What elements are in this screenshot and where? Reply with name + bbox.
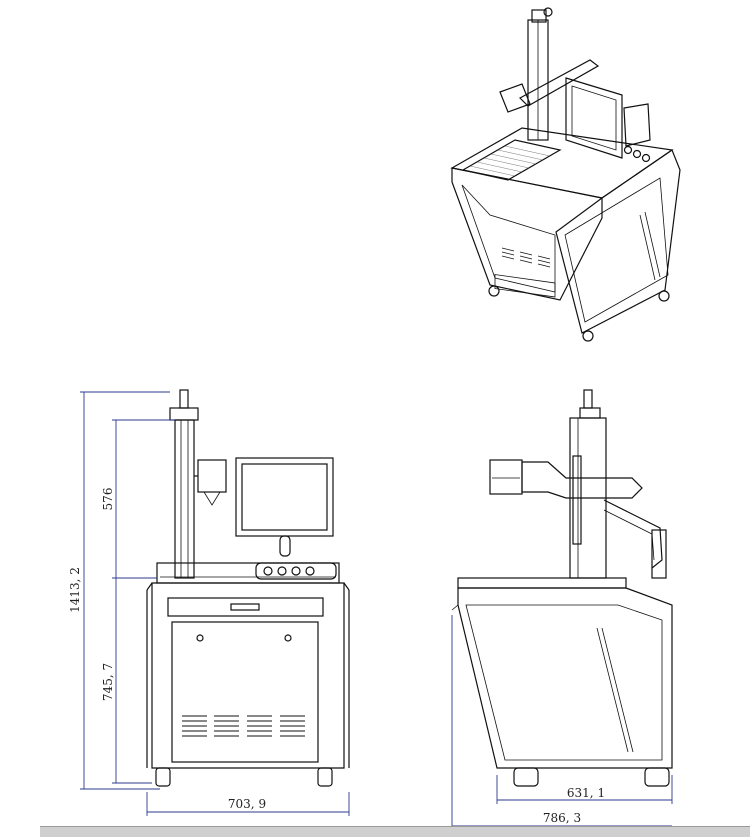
front-drawer bbox=[167, 597, 324, 617]
dim-table-height: 745, 7 bbox=[101, 663, 115, 701]
iso-cabinet-right bbox=[555, 149, 681, 334]
side-control-box bbox=[651, 529, 667, 579]
iso-monitor bbox=[565, 77, 623, 159]
front-lock-right bbox=[284, 634, 292, 642]
side-cabinet bbox=[457, 587, 673, 769]
front-wheel-right bbox=[317, 767, 333, 787]
front-lock-left bbox=[196, 634, 204, 642]
iso-wheel-1 bbox=[488, 285, 500, 297]
dim-side-total: 786, 3 bbox=[543, 811, 581, 825]
side-column-cap bbox=[579, 407, 601, 419]
iso-knob-1 bbox=[623, 145, 633, 155]
iso-cabinet-left bbox=[451, 167, 603, 301]
front-drawer-handle bbox=[230, 603, 260, 611]
iso-knob-2 bbox=[632, 149, 642, 159]
front-vents bbox=[182, 715, 305, 737]
front-galvo-head bbox=[197, 459, 227, 493]
front-monitor bbox=[235, 457, 334, 537]
iso-galvo-head bbox=[499, 83, 531, 113]
side-view bbox=[451, 389, 673, 830]
iso-arm bbox=[519, 59, 600, 107]
side-table-top bbox=[457, 577, 627, 589]
dim-side-inner: 631, 1 bbox=[567, 786, 605, 800]
front-wheel-left bbox=[155, 767, 171, 787]
front-monitor-stand bbox=[279, 535, 291, 557]
iso-plate-grid bbox=[469, 145, 551, 177]
side-cabinet-inner bbox=[465, 604, 663, 761]
iso-side-slot-2 bbox=[644, 211, 661, 278]
bottom-scroll-bar bbox=[40, 826, 750, 837]
iso-side-slot-1 bbox=[639, 214, 656, 281]
front-handwheel bbox=[179, 389, 189, 409]
front-column bbox=[174, 419, 195, 579]
side-arm bbox=[521, 461, 643, 499]
iso-cabinet-left-inner bbox=[461, 184, 556, 293]
front-view bbox=[80, 389, 350, 816]
iso-wheel-3 bbox=[658, 290, 670, 302]
iso-monitor-screen bbox=[571, 85, 617, 151]
front-knob-4 bbox=[305, 566, 315, 576]
side-wheel-right bbox=[644, 767, 670, 787]
side-galvo-head bbox=[489, 459, 523, 495]
iso-knob-3 bbox=[641, 153, 651, 163]
dim-arm-height: 576 bbox=[101, 488, 115, 511]
dim-front-width: 703, 9 bbox=[228, 797, 266, 811]
dim-total-height: 1413, 2 bbox=[68, 567, 82, 613]
iso-laser-source bbox=[623, 103, 651, 147]
iso-drawer bbox=[494, 274, 556, 298]
front-cabinet bbox=[151, 582, 345, 769]
iso-handwheel bbox=[543, 7, 553, 17]
iso-work-plate bbox=[461, 139, 562, 181]
side-slot-2 bbox=[601, 627, 634, 753]
front-control-panel bbox=[255, 562, 337, 580]
iso-wheel-2 bbox=[582, 330, 594, 342]
side-wheel-left bbox=[513, 767, 539, 787]
side-cable-arm bbox=[603, 499, 663, 569]
front-table-top bbox=[156, 562, 340, 584]
front-knob-1 bbox=[263, 566, 273, 576]
side-slot-1 bbox=[596, 627, 629, 753]
front-lens bbox=[203, 491, 221, 506]
front-knob-3 bbox=[291, 566, 301, 576]
iso-cabinet-right-inner bbox=[564, 177, 669, 323]
front-door bbox=[171, 621, 319, 763]
side-handwheel bbox=[583, 389, 593, 409]
front-column-cap bbox=[169, 407, 199, 421]
front-knob-2 bbox=[277, 566, 287, 576]
iso-vents bbox=[501, 247, 551, 268]
isometric-view bbox=[450, 7, 681, 342]
iso-table-top bbox=[450, 127, 674, 199]
front-monitor-screen bbox=[241, 463, 328, 531]
side-monitor bbox=[572, 455, 582, 545]
